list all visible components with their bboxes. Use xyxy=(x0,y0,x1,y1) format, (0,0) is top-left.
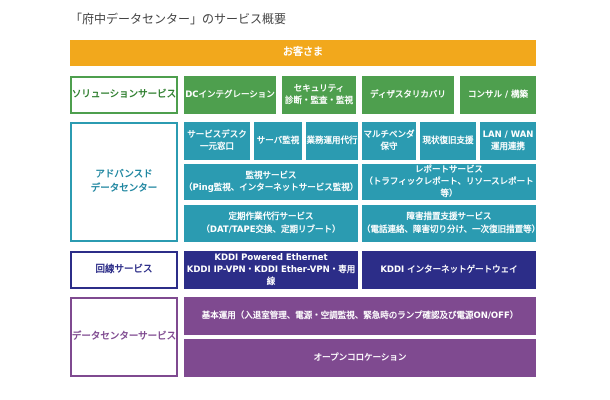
advanced-lan-wan: LAN / WAN 運用連携 xyxy=(480,122,536,160)
category-datacenter: データセンターサービス xyxy=(70,297,178,377)
advanced-operation-agency: 業務運用代行 xyxy=(306,122,358,160)
category-solution: ソリューションサービス xyxy=(70,76,178,114)
advanced-incident-support: 障害措置支援サービス （電話連絡、障害切り分け、一次復旧措置等） xyxy=(362,205,536,242)
advanced-recovery-support: 現状復旧支援 xyxy=(420,122,476,160)
advanced-multivendor: マルチベンダ 保守 xyxy=(362,122,416,160)
solution-disaster-recovery: ディザスタリカバリ xyxy=(362,76,454,114)
advanced-monitoring-service: 監視サービス （Ping監視、インターネットサービス監視） xyxy=(184,164,358,200)
advanced-report-service: レポートサービス （トラフィックレポート、リソースレポート等） xyxy=(362,164,536,200)
advanced-periodic-work: 定期作業代行サービス （DAT/TAPE交換、定期リブート） xyxy=(184,205,358,242)
advanced-service-desk: サービスデスク 一元窓口 xyxy=(184,122,250,160)
solution-consulting: コンサル / 構築 xyxy=(460,76,536,114)
datacenter-basic-operation: 基本運用（入退室管理、電源・空調監視、緊急時のランプ確認及び電源ON/OFF） xyxy=(184,297,536,335)
line-kddi-ethernet: KDDI Powered Ethernet KDDI IP-VPN・KDDI E… xyxy=(184,251,358,289)
datacenter-open-colocation: オープンコロケーション xyxy=(184,339,536,377)
category-advanced: アドバンスド データセンター xyxy=(70,122,178,242)
solution-security: セキュリティ 診断・監査・監視 xyxy=(282,76,356,114)
page-title: 「府中データセンター」のサービス概要 xyxy=(70,12,287,26)
category-line: 回線サービス xyxy=(70,251,178,289)
solution-dc-integration: DCインテグレーション xyxy=(184,76,276,114)
advanced-server-monitoring: サーバ監視 xyxy=(254,122,302,160)
customer-bar: お客さま xyxy=(70,40,536,66)
line-internet-gateway: KDDI インターネットゲートウェイ xyxy=(362,251,536,289)
